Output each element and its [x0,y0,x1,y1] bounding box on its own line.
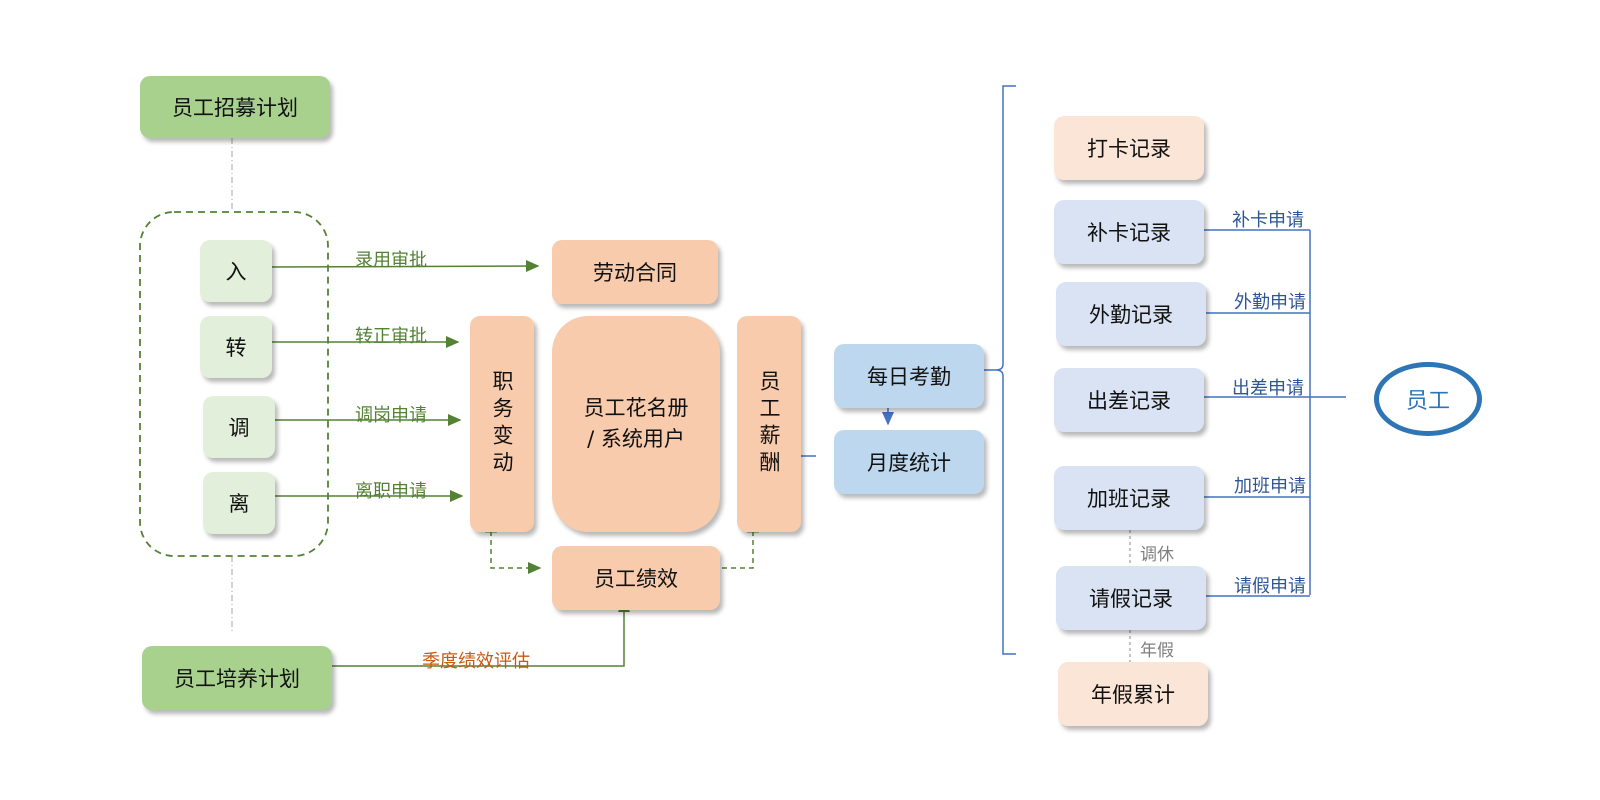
field-record-box: 外勤记录 [1056,282,1206,346]
label-field-request: 外勤申请 [1234,292,1306,313]
performance-box: 员工绩效 [552,546,720,610]
label-annual-leave: 年假 [1140,641,1174,661]
hire-arrow [267,260,540,273]
label-trip-request: 出差申请 [1232,378,1304,399]
label-transfer-request: 调岗申请 [355,405,427,426]
label-resign-request: 离职申请 [355,481,427,502]
trip-record-box: 出差记录 [1054,368,1204,432]
recruit-plan-box: 员工招募计划 [140,76,330,138]
label-hire-approval: 录用审批 [355,250,427,271]
step-transfer: 调 [203,396,275,458]
label-leave-request: 请假申请 [1234,576,1306,597]
leave-record-box: 请假记录 [1056,566,1206,630]
label-quarterly-review: 季度绩效评估 [422,651,530,672]
step-entry: 入 [200,240,272,302]
label-comp-leave: 调休 [1140,545,1174,565]
job-change-box: 职务变动 [470,316,534,532]
label-makeup-request: 补卡申请 [1232,210,1304,231]
clock-record-box: 打卡记录 [1054,116,1204,180]
annual-leave-box: 年假累计 [1058,662,1208,726]
jobchange-performance-connector [485,519,542,574]
label-overtime-request: 加班申请 [1234,476,1306,497]
quarterly-review-arrow [326,598,630,667]
lifecycle-group-border [139,211,329,557]
records-brace [990,85,1016,655]
labor-contract-box: 劳动合同 [552,240,718,304]
training-plan-box: 员工培养计划 [142,646,332,710]
step-resign: 离 [203,472,275,534]
daily-attendance-box: 每日考勤 [834,344,984,408]
overtime-record-box: 加班记录 [1054,466,1204,530]
salary-box: 员工薪酬 [737,316,801,532]
monthly-stats-box: 月度统计 [834,430,984,494]
roster-box: 员工花名册 / 系统用户 [552,316,720,532]
salary-performance-connector [702,519,759,574]
label-regular-approval: 转正审批 [355,326,427,347]
makeup-record-box: 补卡记录 [1054,200,1204,264]
employee-node: 员工 [1374,362,1482,436]
step-regular: 转 [200,316,272,378]
